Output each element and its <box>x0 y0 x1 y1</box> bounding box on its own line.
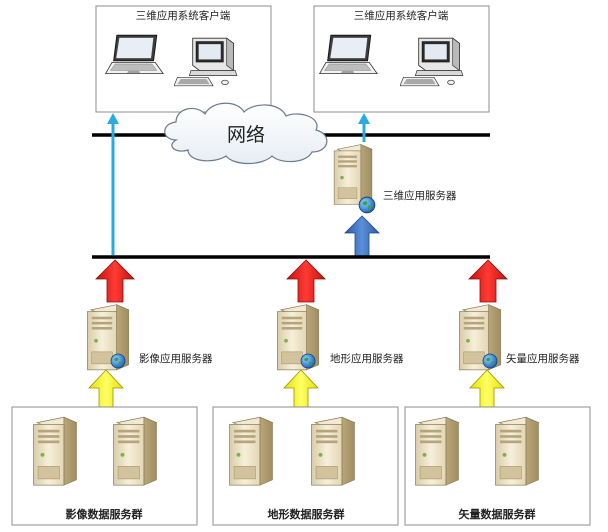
server-icon <box>33 416 77 486</box>
yellow-arrow-up-1 <box>88 369 124 411</box>
red-arrow-up-1 <box>95 259 135 303</box>
terrain-server-label: 地形应用服务器 <box>330 352 404 365</box>
client-1-connection <box>107 113 119 255</box>
imagery-data-cluster: 影像数据服务群 <box>11 406 198 526</box>
client-box-2-label: 三维应用系统客户端 <box>354 9 449 22</box>
yellow-arrow-up-2 <box>283 369 319 411</box>
server-icon <box>495 416 539 486</box>
server-icon <box>229 416 273 486</box>
server-icon <box>311 416 355 486</box>
imagery-cluster-label: 影像数据服务群 <box>66 507 143 521</box>
blue-arrow-up <box>344 215 380 257</box>
vector-server-label: 矢量应用服务器 <box>506 352 580 365</box>
server-icon <box>415 416 459 486</box>
imagery-server-label: 影像应用服务器 <box>139 352 213 365</box>
yellow-arrow-up-3 <box>469 369 505 411</box>
3d-application-server: 三维应用服务器 <box>333 144 457 214</box>
terrain-cluster-label: 地形数据服务群 <box>268 507 345 521</box>
3d-server-label: 三维应用服务器 <box>383 189 457 202</box>
vector-application-server: 矢量应用服务器 <box>458 304 580 371</box>
client-box-1: 三维应用系统客户端 <box>95 5 272 113</box>
client-2-connection <box>358 113 370 142</box>
client-box-2: 三维应用系统客户端 <box>313 5 490 113</box>
server-icon <box>333 144 373 205</box>
globe-icon <box>482 353 498 369</box>
terrain-data-cluster: 地形数据服务群 <box>212 406 399 526</box>
server-icon <box>113 416 157 486</box>
red-arrow-up-3 <box>468 259 508 303</box>
vector-data-cluster: 矢量数据服务群 <box>404 406 591 526</box>
network-label: 网络 <box>227 124 265 146</box>
red-arrow-up-2 <box>286 259 326 303</box>
vector-cluster-label: 矢量数据服务群 <box>459 507 536 521</box>
globe-icon <box>110 353 126 369</box>
globe-icon <box>358 196 376 214</box>
imagery-application-server: 影像应用服务器 <box>86 304 213 371</box>
globe-icon <box>300 353 316 369</box>
terrain-application-server: 地形应用服务器 <box>276 304 404 371</box>
client-box-1-label: 三维应用系统客户端 <box>136 9 231 22</box>
cloud-icon: 网络 <box>164 102 328 165</box>
